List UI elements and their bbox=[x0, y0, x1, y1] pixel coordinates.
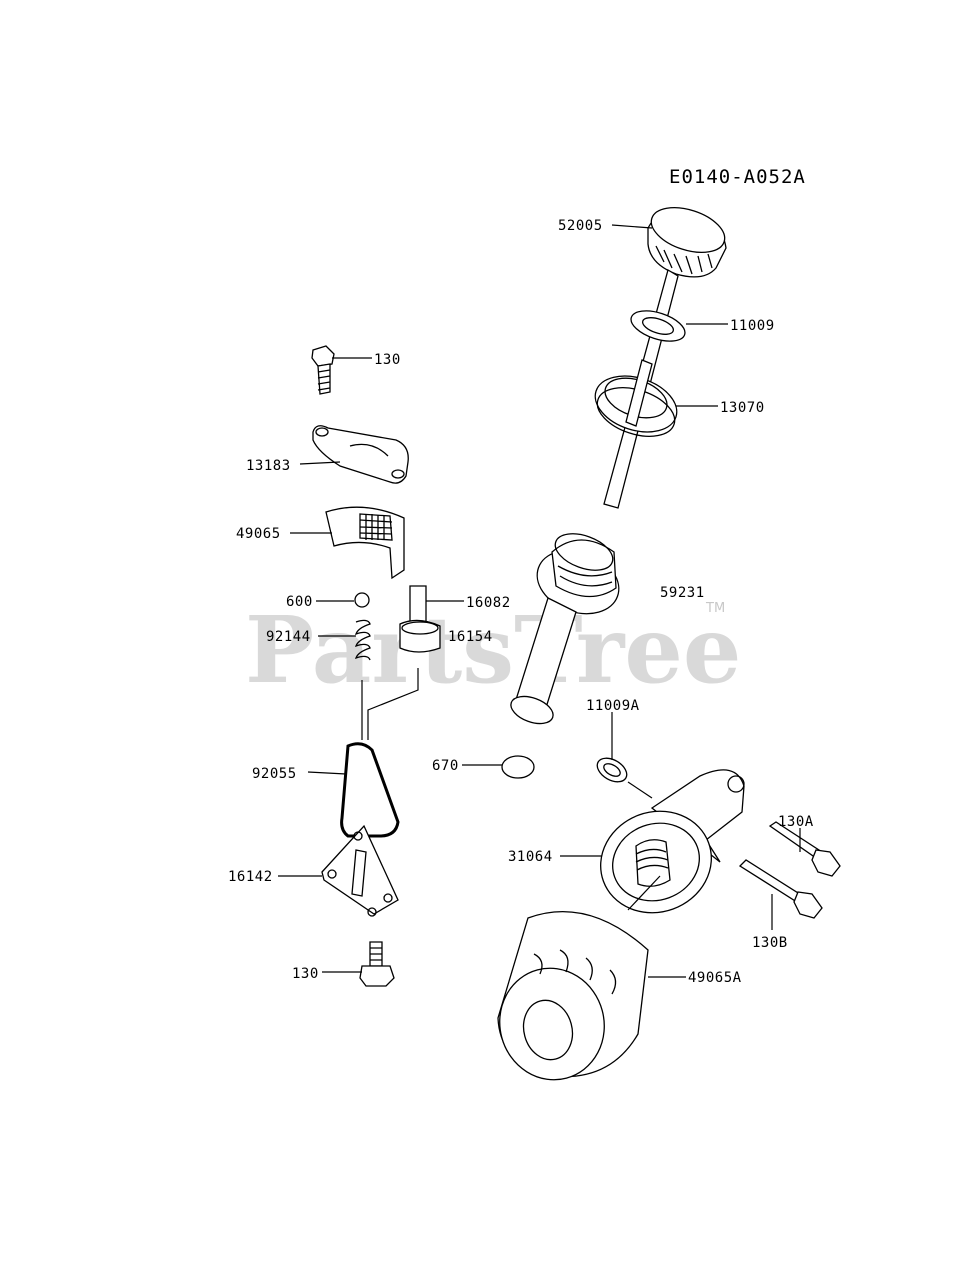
part-130-bottom-bolt[interactable] bbox=[359, 941, 395, 987]
label-130A[interactable]: 130A bbox=[778, 814, 814, 830]
part-130-top-bolt[interactable] bbox=[311, 345, 335, 395]
label-49065A[interactable]: 49065A bbox=[688, 970, 742, 986]
part-31064-filter-base[interactable] bbox=[586, 769, 745, 928]
label-31064[interactable]: 31064 bbox=[508, 849, 553, 865]
part-oil-filler-tube[interactable] bbox=[507, 527, 628, 729]
part-labels: 52005 11009 13070 130 13183 49065 600 16… bbox=[228, 218, 814, 986]
label-11009[interactable]: 11009 bbox=[730, 318, 775, 334]
label-130-top[interactable]: 130 bbox=[374, 352, 401, 368]
label-13183[interactable]: 13183 bbox=[246, 458, 291, 474]
label-59231[interactable]: 59231 bbox=[660, 585, 705, 601]
part-92144-spring[interactable] bbox=[354, 619, 371, 661]
part-600-ball[interactable] bbox=[354, 592, 370, 608]
diagram-code: E0140-A052A bbox=[669, 166, 806, 188]
part-filter-stud-leader bbox=[627, 875, 661, 911]
label-13070[interactable]: 13070 bbox=[720, 400, 765, 416]
part-13070-grommet[interactable] bbox=[588, 359, 684, 445]
part-11009-washer[interactable] bbox=[627, 305, 688, 347]
part-49065A-oil-filter[interactable] bbox=[487, 911, 649, 1092]
part-16142-pump-cover[interactable] bbox=[321, 824, 399, 917]
label-92144[interactable]: 92144 bbox=[266, 629, 311, 645]
label-49065[interactable]: 49065 bbox=[236, 526, 281, 542]
part-670-o-ring[interactable] bbox=[501, 755, 535, 779]
label-11009A[interactable]: 11009A bbox=[586, 698, 640, 714]
label-16154[interactable]: 16154 bbox=[448, 629, 493, 645]
label-600[interactable]: 600 bbox=[286, 594, 313, 610]
watermark: PartsTree TM bbox=[245, 596, 741, 704]
part-49065-strainer[interactable] bbox=[325, 506, 405, 580]
part-130A-bolt[interactable] bbox=[768, 821, 841, 877]
label-130-bottom[interactable]: 130 bbox=[292, 966, 319, 982]
label-52005[interactable]: 52005 bbox=[558, 218, 603, 234]
label-130B[interactable]: 130B bbox=[752, 935, 788, 951]
part-130B-bolt[interactable] bbox=[738, 859, 823, 919]
part-16082-rotor-shaft[interactable] bbox=[399, 585, 441, 653]
label-16142[interactable]: 16142 bbox=[228, 869, 273, 885]
label-670[interactable]: 670 bbox=[432, 758, 459, 774]
part-11009A-washer[interactable] bbox=[593, 753, 653, 799]
label-92055[interactable]: 92055 bbox=[252, 766, 297, 782]
part-16154-pump-leader bbox=[367, 668, 419, 740]
part-13183-plate[interactable] bbox=[312, 425, 409, 484]
watermark-text: PartsTree bbox=[245, 596, 741, 704]
leader-lines bbox=[278, 224, 801, 978]
watermark-trademark: TM bbox=[705, 601, 725, 616]
label-16082[interactable]: 16082 bbox=[466, 595, 511, 611]
part-52005-dipstick-cap[interactable] bbox=[646, 199, 731, 278]
